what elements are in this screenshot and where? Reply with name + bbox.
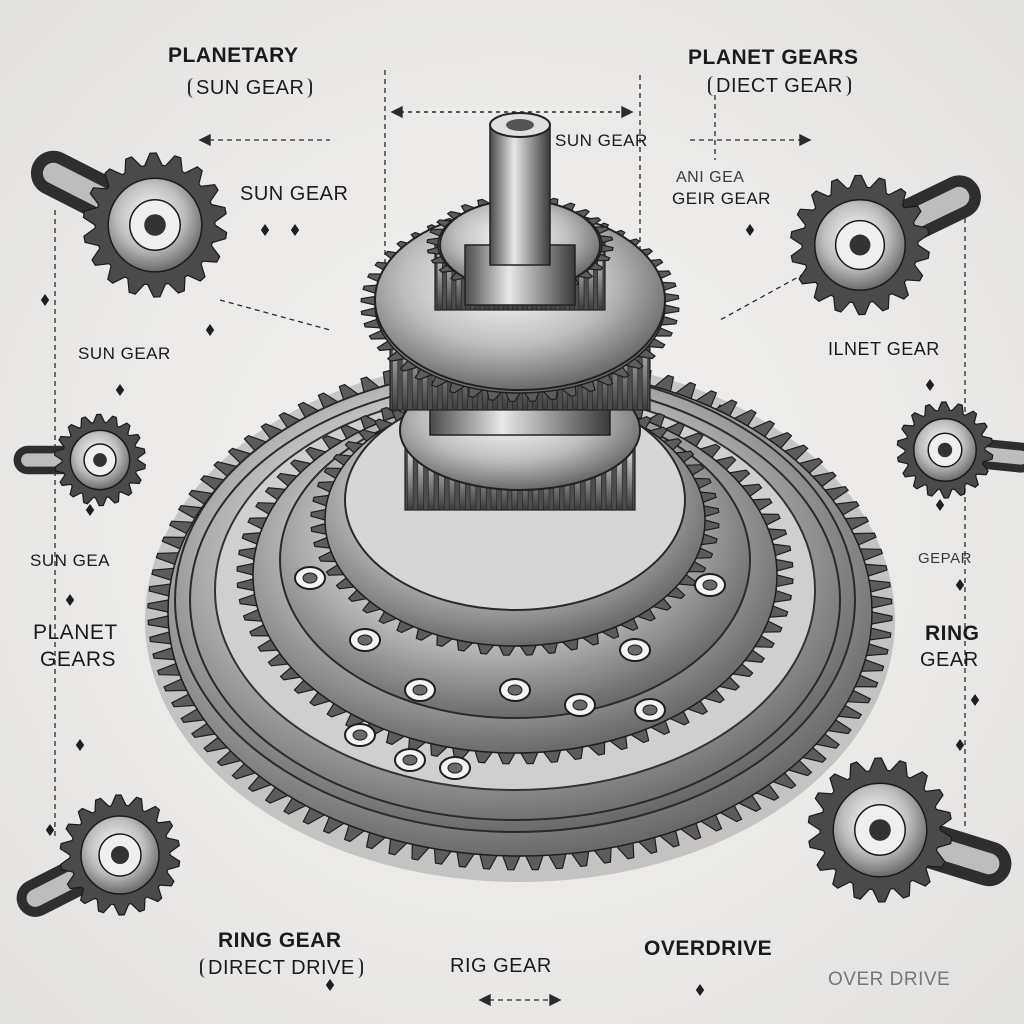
carrier-pin	[439, 756, 471, 780]
label-sun-gear-left-mid: SUN GEAR	[78, 344, 171, 363]
label-sun-gear-left-lower: SUN GEA	[30, 551, 111, 570]
label-sun-gear-left-upper: SUN GEAR	[240, 183, 349, 205]
label-planet-left: PLANET	[33, 621, 118, 644]
satellite-gear-top-left	[30, 150, 228, 298]
carrier-pin	[404, 678, 436, 702]
label-ring-gear-center-bottom: RIG GEAR	[450, 955, 552, 977]
diamond-marker	[695, 984, 705, 996]
diamond-marker	[955, 579, 965, 591]
satellite-gear-bottom-right	[807, 757, 1012, 903]
label-direct-drive: DIRECT DRIVE	[200, 958, 363, 978]
satellite-gear-top-right	[790, 174, 981, 316]
label-ring-right: RING	[925, 622, 980, 645]
label-sun-gear-sub: SUN GEAR	[188, 78, 313, 98]
satellite-gear-left	[13, 413, 147, 507]
satellite-gear-right	[896, 401, 1024, 499]
label-planetary: PLANETARY	[168, 44, 299, 67]
leader-lines	[54, 70, 966, 1001]
diamond-marker	[925, 379, 935, 391]
carrier-pin	[294, 566, 326, 590]
diamond-marker	[935, 499, 945, 511]
carrier-pin	[564, 693, 596, 717]
label-overdrive: OVERDRIVE	[644, 937, 773, 960]
label-right-upper-2: GEIR GEAR	[672, 189, 771, 208]
diamond-marker	[290, 224, 300, 236]
carrier-pin	[394, 748, 426, 772]
label-planet-gear-right-mid: ILNET GEAR	[828, 339, 940, 359]
carrier-pin	[499, 678, 531, 702]
diamond-marker	[955, 739, 965, 751]
carrier-pin	[694, 573, 726, 597]
dimension-arrows	[198, 105, 812, 1007]
carrier-pin	[344, 723, 376, 747]
diamond-marker	[40, 294, 50, 306]
diamond-marker	[970, 694, 980, 706]
diamond-marker	[75, 739, 85, 751]
diamond-marker	[205, 324, 215, 336]
label-right-upper-1: ANI GEA	[676, 169, 745, 186]
label-direct-gear: DIECT GEAR	[708, 76, 851, 96]
satellite-gears	[13, 150, 1024, 917]
diamond-marker	[45, 824, 55, 836]
carrier-pin	[619, 638, 651, 662]
diamond-marker	[745, 224, 755, 236]
label-gear-right-lower: GEPAR	[918, 550, 972, 567]
diamond-marker	[325, 979, 335, 991]
diamond-marker	[260, 224, 270, 236]
diamond-marker	[85, 504, 95, 516]
label-gears-left: GEARS	[40, 648, 117, 671]
carrier-pin	[349, 628, 381, 652]
central-gear-stack	[360, 112, 680, 511]
label-planet-gears-top: PLANET GEARS	[688, 46, 859, 69]
diamond-marker	[115, 384, 125, 396]
label-gear-right: GEAR	[920, 649, 979, 671]
carrier-pins	[294, 566, 726, 780]
label-over-drive-faint: OVER DRIVE	[828, 969, 951, 990]
carrier-pin	[634, 698, 666, 722]
label-sun-gear-center: SUN GEAR	[555, 131, 648, 150]
label-ring-gear-bottom: RING GEAR	[218, 929, 342, 952]
diamond-marker	[65, 594, 75, 606]
satellite-gear-bottom-left	[16, 794, 181, 917]
ring-gear-assembly	[145, 353, 895, 882]
